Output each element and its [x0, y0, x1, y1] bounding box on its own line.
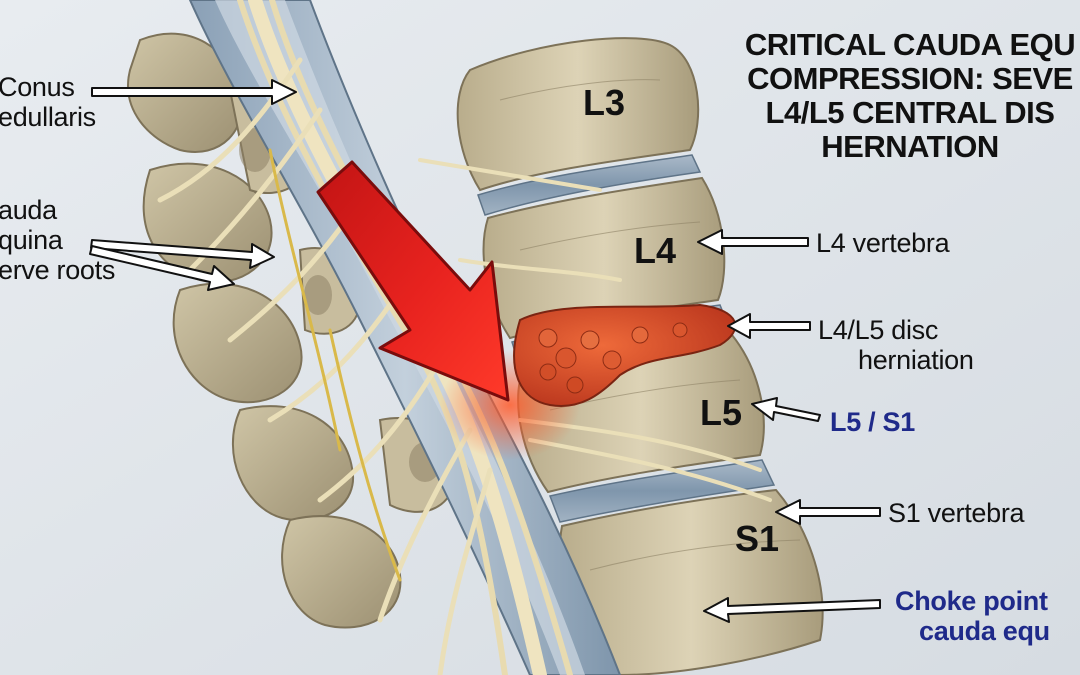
vertebra-label-l3: L3	[583, 82, 626, 123]
vertebra-label-l5: L5	[700, 392, 743, 433]
s1-vertebra-label: S1 vertebra	[888, 498, 1025, 528]
cauda-label-line-2: quina	[0, 225, 63, 255]
title-line-4: HERNATION	[821, 129, 999, 164]
cauda-pointer-arrow-upper	[90, 239, 275, 269]
cauda-pointer-arrow-lower	[89, 245, 235, 291]
vertebra-label-s1: S1	[735, 518, 780, 559]
cauda-equina-label: auda quina erve roots	[0, 195, 115, 285]
conus-label-line-2: edullaris	[0, 102, 96, 132]
choke-label-line-1: Choke point	[895, 586, 1048, 616]
diagram-title: CRITICAL CAUDA EQU COMPRESSION: SEVE L4/…	[730, 28, 1080, 164]
leader-arrows	[89, 79, 881, 623]
compression-arrow-icon	[316, 160, 510, 402]
cauda-label-line-3: erve roots	[0, 255, 116, 285]
disc-l3-l4	[477, 154, 702, 216]
conus-label-line-1: Conus	[0, 72, 75, 102]
disc-label-line-1: L4/L5 disc	[818, 315, 939, 345]
level-label: L5 / S1	[830, 407, 915, 437]
vertebra-label-l4: L4	[634, 230, 677, 271]
choke-point-label: Choke point cauda equ	[895, 586, 1050, 646]
title-line-2: COMPRESSION: SEVE	[747, 61, 1073, 96]
s1-pointer-arrow	[775, 499, 881, 525]
l4-pointer-arrow	[697, 229, 809, 255]
vertebra-l3-body	[456, 37, 700, 192]
disc-pointer-arrow	[727, 313, 811, 339]
conus-medullaris-label: Conus edullaris	[0, 72, 96, 132]
disc-herniation-label: L4/L5 disc herniation	[818, 315, 974, 375]
conus-pointer-arrow	[91, 79, 297, 105]
disc-l5-s1	[548, 459, 776, 523]
level-pointer-arrow	[751, 397, 821, 422]
disc-label-line-2: herniation	[858, 345, 974, 375]
choke-label-line-2: cauda equ	[919, 616, 1050, 646]
disc-herniation	[513, 303, 737, 407]
choke-pointer-arrow	[703, 597, 881, 623]
title-line-3: L4/L5 CENTRAL DIS	[765, 95, 1055, 130]
l4-vertebra-label: L4 vertebra	[816, 228, 950, 258]
title-line-1: CRITICAL CAUDA EQU	[744, 27, 1076, 62]
cauda-label-line-1: auda	[0, 195, 57, 225]
